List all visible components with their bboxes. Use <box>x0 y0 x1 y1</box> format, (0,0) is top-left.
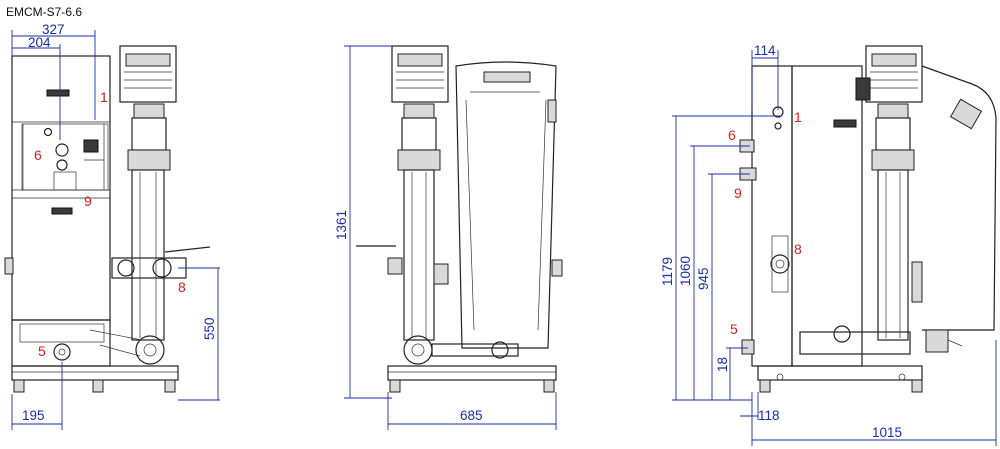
front-motor <box>119 45 177 103</box>
right-pump-column <box>877 169 909 341</box>
dim-114: 114 <box>754 43 776 58</box>
right-callout-9: 9 <box>734 185 742 201</box>
side-base-frame <box>387 365 557 381</box>
right-callout-8: 8 <box>794 241 802 257</box>
front-callout-8: 8 <box>178 279 186 295</box>
side-motor <box>391 45 449 103</box>
dim-204: 204 <box>28 35 51 50</box>
model-title: EMCM-S7-6.6 <box>6 5 82 19</box>
side-tank-cover <box>455 61 557 349</box>
front-handle-bottom <box>51 207 73 215</box>
right-cabinet-front <box>791 65 863 367</box>
dim-1015: 1015 <box>872 425 902 440</box>
front-callout-1: 1 <box>100 89 108 105</box>
front-handle-top <box>46 89 70 97</box>
right-base-frame <box>757 365 923 381</box>
dim-1361: 1361 <box>334 210 349 240</box>
dim-945: 945 <box>696 267 711 290</box>
front-pump-column <box>131 169 165 341</box>
right-callout-6: 6 <box>728 127 736 143</box>
right-callout-1: 1 <box>794 109 802 125</box>
dim-118: 118 <box>758 408 780 423</box>
right-view: 114 1179 1060 945 18 118 1015 1 6 9 8 5 <box>660 43 997 446</box>
front-base-frame <box>11 365 179 381</box>
dim-18: 18 <box>715 357 730 372</box>
dim-327: 327 <box>42 22 65 37</box>
right-tank-cover <box>921 65 997 331</box>
right-callout-5: 5 <box>730 321 738 337</box>
front-view: 327 204 550 195 1 6 9 8 5 <box>4 22 220 430</box>
dim-685: 685 <box>460 408 483 423</box>
right-motor <box>865 45 923 103</box>
dim-1060: 1060 <box>678 256 693 286</box>
right-cabinet-side <box>751 65 793 367</box>
front-callout-5: 5 <box>38 343 46 359</box>
side-pump-column <box>403 169 435 341</box>
dim-1179: 1179 <box>660 257 675 286</box>
front-callout-9: 9 <box>84 193 92 209</box>
dim-550: 550 <box>202 317 217 340</box>
front-base-compartment <box>11 319 111 367</box>
dim-195: 195 <box>22 408 45 423</box>
front-callout-6: 6 <box>34 147 42 163</box>
side-view: 1361 685 <box>334 45 563 430</box>
